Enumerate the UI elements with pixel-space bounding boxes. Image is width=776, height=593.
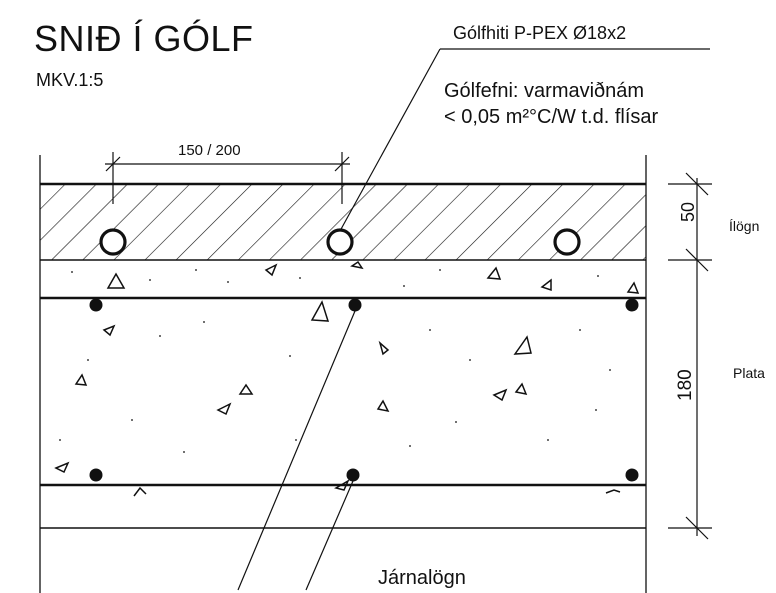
rebar-top xyxy=(89,298,639,312)
aggregate-dot xyxy=(295,439,297,441)
drawing-scale: MKV.1:5 xyxy=(36,70,104,90)
heating-pipe xyxy=(99,228,127,256)
spacing-tick-right xyxy=(334,156,350,172)
aggregate-mark xyxy=(486,266,502,280)
leader-lines xyxy=(237,48,710,591)
aggregate-dot xyxy=(59,439,61,441)
spacing-dimension xyxy=(105,152,350,204)
thickness-tick-bottom xyxy=(685,516,709,540)
aggregate-dot xyxy=(159,335,161,337)
rebar-dot xyxy=(346,468,360,482)
aggregate-dot xyxy=(203,321,205,323)
aggregate-mark xyxy=(350,260,364,270)
aggregate-mark xyxy=(376,399,390,413)
aggregate-dot xyxy=(579,329,581,331)
aggregate-dot xyxy=(609,369,611,371)
aggregate-mark xyxy=(492,388,508,402)
slab-thickness-text: 180 xyxy=(675,369,696,401)
slab-layer-label: Plata xyxy=(733,365,765,381)
floor-finish-callout-line1: Gólfefni: varmaviðnám xyxy=(444,80,645,102)
aggregate-mark xyxy=(626,281,640,294)
aggregate-dot xyxy=(403,285,405,287)
rebar-dot xyxy=(89,298,103,312)
aggregate-mark xyxy=(378,340,390,356)
aggregate-mark xyxy=(334,479,350,491)
rebar-dot xyxy=(625,298,639,312)
heating-pipe xyxy=(553,228,581,256)
aggregate-mark xyxy=(74,373,88,386)
thickness-tick-mid xyxy=(685,248,709,272)
aggregate-dot xyxy=(429,329,431,331)
aggregate-dot xyxy=(183,451,185,453)
rebar-dot xyxy=(89,468,103,482)
rebar-bottom xyxy=(89,468,639,482)
screed-thickness-text: 50 xyxy=(678,201,698,222)
aggregate-dot xyxy=(131,419,133,421)
aggregate-dot xyxy=(227,281,229,283)
aggregate-dot xyxy=(87,359,89,361)
aggregate-mark xyxy=(310,300,330,322)
aggregate-dot xyxy=(149,279,151,281)
aggregate-dot xyxy=(289,355,291,357)
thickness-dimension xyxy=(668,172,712,540)
rebar-dot xyxy=(348,298,362,312)
pipe-leader-line xyxy=(339,48,441,232)
aggregate-dot xyxy=(597,275,599,277)
heating-pipes xyxy=(99,228,581,256)
aggregate-mark xyxy=(216,402,232,416)
heating-pipe xyxy=(326,228,354,256)
aggregate-mark xyxy=(540,278,552,292)
aggregate-dot xyxy=(595,409,597,411)
aggregate-triangles xyxy=(54,260,640,497)
spacing-tick-left xyxy=(105,156,121,172)
rebar-dot xyxy=(625,468,639,482)
aggregate-dot xyxy=(455,421,457,423)
thickness-tick-top xyxy=(685,172,709,196)
aggregate-dot xyxy=(195,269,197,271)
aggregate-mark xyxy=(106,272,126,289)
aggregate-dot xyxy=(547,439,549,441)
aggregate-mark xyxy=(54,461,70,474)
rebar-leader-line-2 xyxy=(305,480,354,591)
aggregate-dot xyxy=(409,445,411,447)
aggregate-mark xyxy=(238,383,254,395)
pipe-spacing-dimension-text: 150 / 200 xyxy=(178,142,241,159)
aggregate-dot xyxy=(469,359,471,361)
aggregate-mark xyxy=(102,324,116,337)
floor-finish-callout-line2: < 0,05 m²°C/W t.d. flísar xyxy=(444,106,659,128)
rebar-callout: Járnalögn xyxy=(378,567,466,589)
aggregate-mark xyxy=(605,489,621,494)
drawing-title: SNIÐ Í GÓLF xyxy=(34,18,254,59)
rebar-leader-line-1 xyxy=(237,310,356,591)
aggregate-mark xyxy=(264,263,278,277)
aggregate-mark xyxy=(133,486,147,497)
aggregate-dot xyxy=(299,277,301,279)
aggregate-dot xyxy=(439,269,441,271)
screed-layer-label: Ílögn xyxy=(729,218,760,234)
aggregate-mark xyxy=(513,335,532,355)
aggregate-mark xyxy=(514,382,528,396)
pipe-callout: Gólfhiti P-PEX Ø18x2 xyxy=(453,23,627,43)
aggregate-dot xyxy=(71,271,73,273)
aggregate-dots xyxy=(59,269,611,453)
